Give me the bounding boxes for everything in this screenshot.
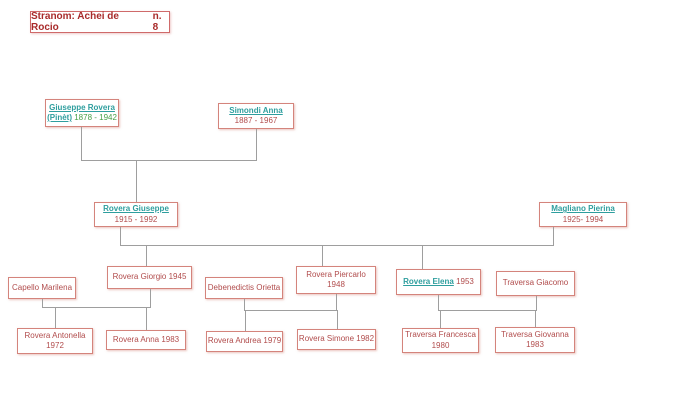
person-box-rovera-elena: Rovera Elena 1953	[396, 269, 481, 295]
person-dates: 1887 - 1967	[234, 116, 278, 125]
person-box-capello-marilena: Capello Marilena	[8, 277, 76, 299]
person-name: Traversa Francesca	[405, 330, 476, 340]
person-box-rovera-giorgio: Rovera Giorgio 1945	[107, 266, 192, 289]
person-name: Traversa Giacomo	[502, 278, 569, 288]
person-link-giuseppe-rovera-nickname[interactable]: (Pinèt)	[47, 113, 72, 122]
person-box-traversa-francesca: Traversa Francesca 1980	[402, 328, 479, 353]
connector-line	[245, 310, 246, 331]
connector-line	[42, 299, 43, 307]
person-box-traversa-giovanna: Traversa Giovanna 1983	[495, 327, 575, 353]
person-name: Rovera Anna 1983	[112, 334, 180, 344]
person-link-rovera-elena[interactable]: Rovera Elena	[403, 276, 454, 286]
connector-line	[146, 245, 147, 266]
person-box-rovera-giuseppe: Rovera Giuseppe 1915 - 1992	[94, 202, 178, 227]
person-dates: 1972	[46, 341, 64, 350]
person-dates: 1915 - 1992	[114, 214, 158, 224]
person-dates: 1925- 1994	[562, 214, 604, 224]
person-box-rovera-anna: Rovera Anna 1983	[106, 330, 186, 350]
person-dates: 1948	[327, 280, 345, 289]
connector-line	[244, 310, 337, 311]
person-name: Rovera Simone 1982	[298, 334, 375, 344]
person-name: Debenedictis Orietta	[207, 282, 281, 292]
person-box-traversa-giacomo: Traversa Giacomo	[496, 271, 575, 296]
connector-line	[337, 310, 338, 329]
connector-line	[256, 129, 257, 160]
connector-line	[150, 289, 151, 307]
person-name: Rovera Giorgio 1945	[112, 272, 187, 282]
connector-line	[120, 245, 554, 246]
person-box-magliano-pierina: Magliano Pierina 1925- 1994	[539, 202, 627, 227]
person-name: Rovera Piercarlo	[306, 269, 366, 279]
person-name: Traversa Giovanna	[501, 329, 569, 339]
connector-line	[553, 227, 554, 245]
connector-line	[336, 294, 337, 310]
connector-line	[244, 299, 245, 310]
connector-line	[55, 307, 56, 328]
person-link-simondi-anna[interactable]: Simondi Anna	[229, 105, 283, 115]
person-name: Capello Marilena	[11, 282, 73, 292]
person-dates: 1983	[526, 340, 544, 349]
person-box-giuseppe-rovera: Giuseppe Rovera (Pinèt) 1878 - 1942	[45, 99, 119, 127]
connector-line	[81, 160, 257, 161]
person-dates: 1980	[431, 340, 450, 350]
connector-line	[535, 310, 536, 327]
person-dates: 1953	[456, 276, 474, 286]
person-link-rovera-giuseppe[interactable]: Rovera Giuseppe	[103, 204, 169, 214]
person-box-rovera-piercarlo: Rovera Piercarlo 1948	[296, 266, 376, 294]
person-box-simondi-anna: Simondi Anna 1887 - 1967	[218, 103, 294, 129]
person-name: Rovera Antonella	[24, 330, 86, 340]
connector-line	[136, 160, 137, 202]
tree-title-box: Stranom: Achei de Rocio n. 8	[30, 11, 170, 33]
person-box-rovera-simone: Rovera Simone 1982	[297, 329, 376, 350]
person-link-magliano-pierina[interactable]: Magliano Pierina	[551, 204, 615, 214]
connector-line	[422, 245, 423, 269]
connector-line	[42, 307, 151, 308]
connector-line	[120, 227, 121, 245]
tree-title-number: n. 8	[152, 11, 162, 33]
connector-line	[438, 310, 537, 311]
connector-line	[322, 245, 323, 266]
person-name: Rovera Andrea 1979	[207, 336, 282, 346]
connector-line	[81, 127, 82, 160]
person-box-rovera-andrea: Rovera Andrea 1979	[206, 331, 283, 352]
connector-line	[440, 310, 441, 328]
tree-title-label: Stranom: Achei de Rocio	[31, 11, 119, 33]
connector-line	[438, 295, 439, 310]
person-box-rovera-antonella: Rovera Antonella 1972	[17, 328, 93, 354]
person-box-debenedictis-orietta: Debenedictis Orietta	[205, 277, 283, 299]
connector-line	[536, 296, 537, 310]
person-dates: 1878 - 1942	[74, 113, 117, 122]
connector-line	[146, 307, 147, 330]
person-link-giuseppe-rovera[interactable]: Giuseppe Rovera	[49, 102, 115, 112]
